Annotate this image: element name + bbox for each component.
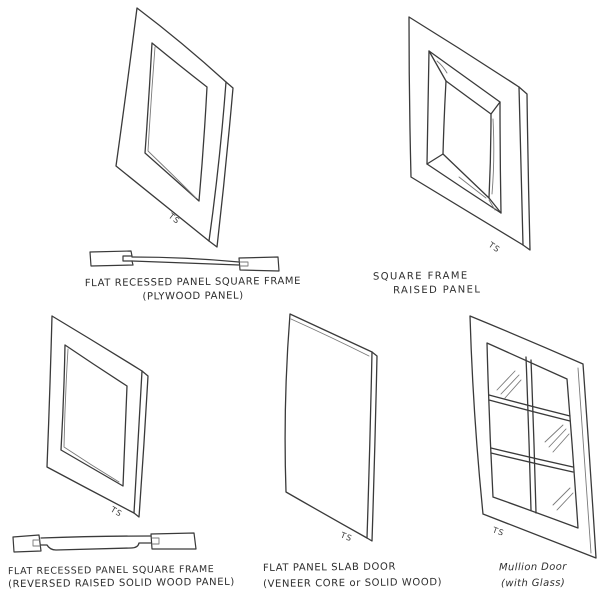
glass-reflection-hatches [496, 370, 574, 511]
caption-line2: (REVERSED RAISED SOLID WOOD PANEL) [8, 576, 235, 591]
drawing-flat-recessed-plywood: TS [115, 7, 234, 248]
signature-mark: TS [166, 211, 182, 226]
signature-mark: TS [490, 525, 505, 538]
caption-mullion-door: Mullion Door (with Glass) [468, 559, 598, 592]
caption-flat-recessed-plywood: FLAT RECESSED PANEL SQUARE FRAME (PLYWOO… [62, 275, 324, 306]
caption-flat-panel-slab: FLAT PANEL SLAB DOOR (VENEER CORE or SOL… [263, 559, 442, 593]
signature-mark: TS [486, 240, 502, 255]
stile-right [150, 532, 197, 550]
bevel-corner-lines [426, 50, 502, 214]
door-outer-frame [469, 315, 597, 559]
drawing-flat-panel-slab: TS [284, 313, 378, 543]
thin-panel-profile [131, 256, 240, 266]
signature-mark: TS [338, 530, 353, 543]
cross-section-plywood-panel [89, 250, 280, 272]
cross-section-reversed-raised-panel [12, 532, 197, 553]
slab-face [284, 313, 373, 539]
caption-line1: SQUARE FRAME [372, 270, 469, 283]
raised-panel-field [442, 80, 492, 199]
panel-recess-shadow [63, 348, 120, 483]
door-edge-thickness [518, 86, 531, 251]
bevel-shading [436, 60, 496, 211]
caption-line2: (VENEER CORE or SOLID WOOD) [263, 577, 443, 590]
door-outer-frame [408, 16, 524, 246]
caption-line1: FLAT PANEL SLAB DOOR [262, 561, 397, 574]
panel-opening [60, 344, 128, 487]
stile-right [238, 256, 280, 272]
stile-left-groove [32, 539, 41, 547]
caption-square-frame-raised-panel: SQUARE FRAME RAISED PANEL [373, 269, 482, 298]
door-edge-thickness [133, 370, 149, 518]
panel-opening [144, 42, 208, 202]
door-outer-frame [115, 7, 227, 242]
caption-line2: RAISED PANEL [393, 284, 482, 297]
stile-left [89, 250, 134, 267]
panel-recess-shadow [147, 46, 197, 199]
stile-right-groove [239, 261, 249, 267]
caption-line1: Mullion Door [498, 561, 567, 574]
caption-line1: FLAT RECESSED PANEL SQUARE FRAME [84, 275, 302, 290]
door-edge-thickness [577, 367, 592, 554]
caption-flat-recessed-reversed: FLAT RECESSED PANEL SQUARE FRAME (REVERS… [8, 563, 235, 591]
vertical-mullion [525, 356, 537, 514]
panel-opening [426, 50, 502, 214]
door-outer-frame [46, 315, 143, 514]
door-edge-thickness [208, 81, 234, 248]
horizontal-mullion-lower [490, 447, 574, 473]
drawing-mullion-door: TS [469, 315, 597, 559]
caption-line2: (PLYWOOD PANEL) [142, 290, 244, 303]
drawing-flat-recessed-reversed: TS [46, 315, 149, 519]
horizontal-mullion-upper [488, 394, 571, 422]
caption-line2: (with Glass) [500, 577, 566, 590]
stile-right-groove [151, 537, 160, 545]
slab-top-edge [290, 318, 370, 357]
drawing-square-frame-raised-panel: TS [408, 16, 531, 255]
stile-left [12, 534, 42, 553]
glass-opening [486, 342, 579, 529]
solid-panel-profile [40, 535, 152, 551]
slab-edge-thickness [366, 351, 378, 542]
